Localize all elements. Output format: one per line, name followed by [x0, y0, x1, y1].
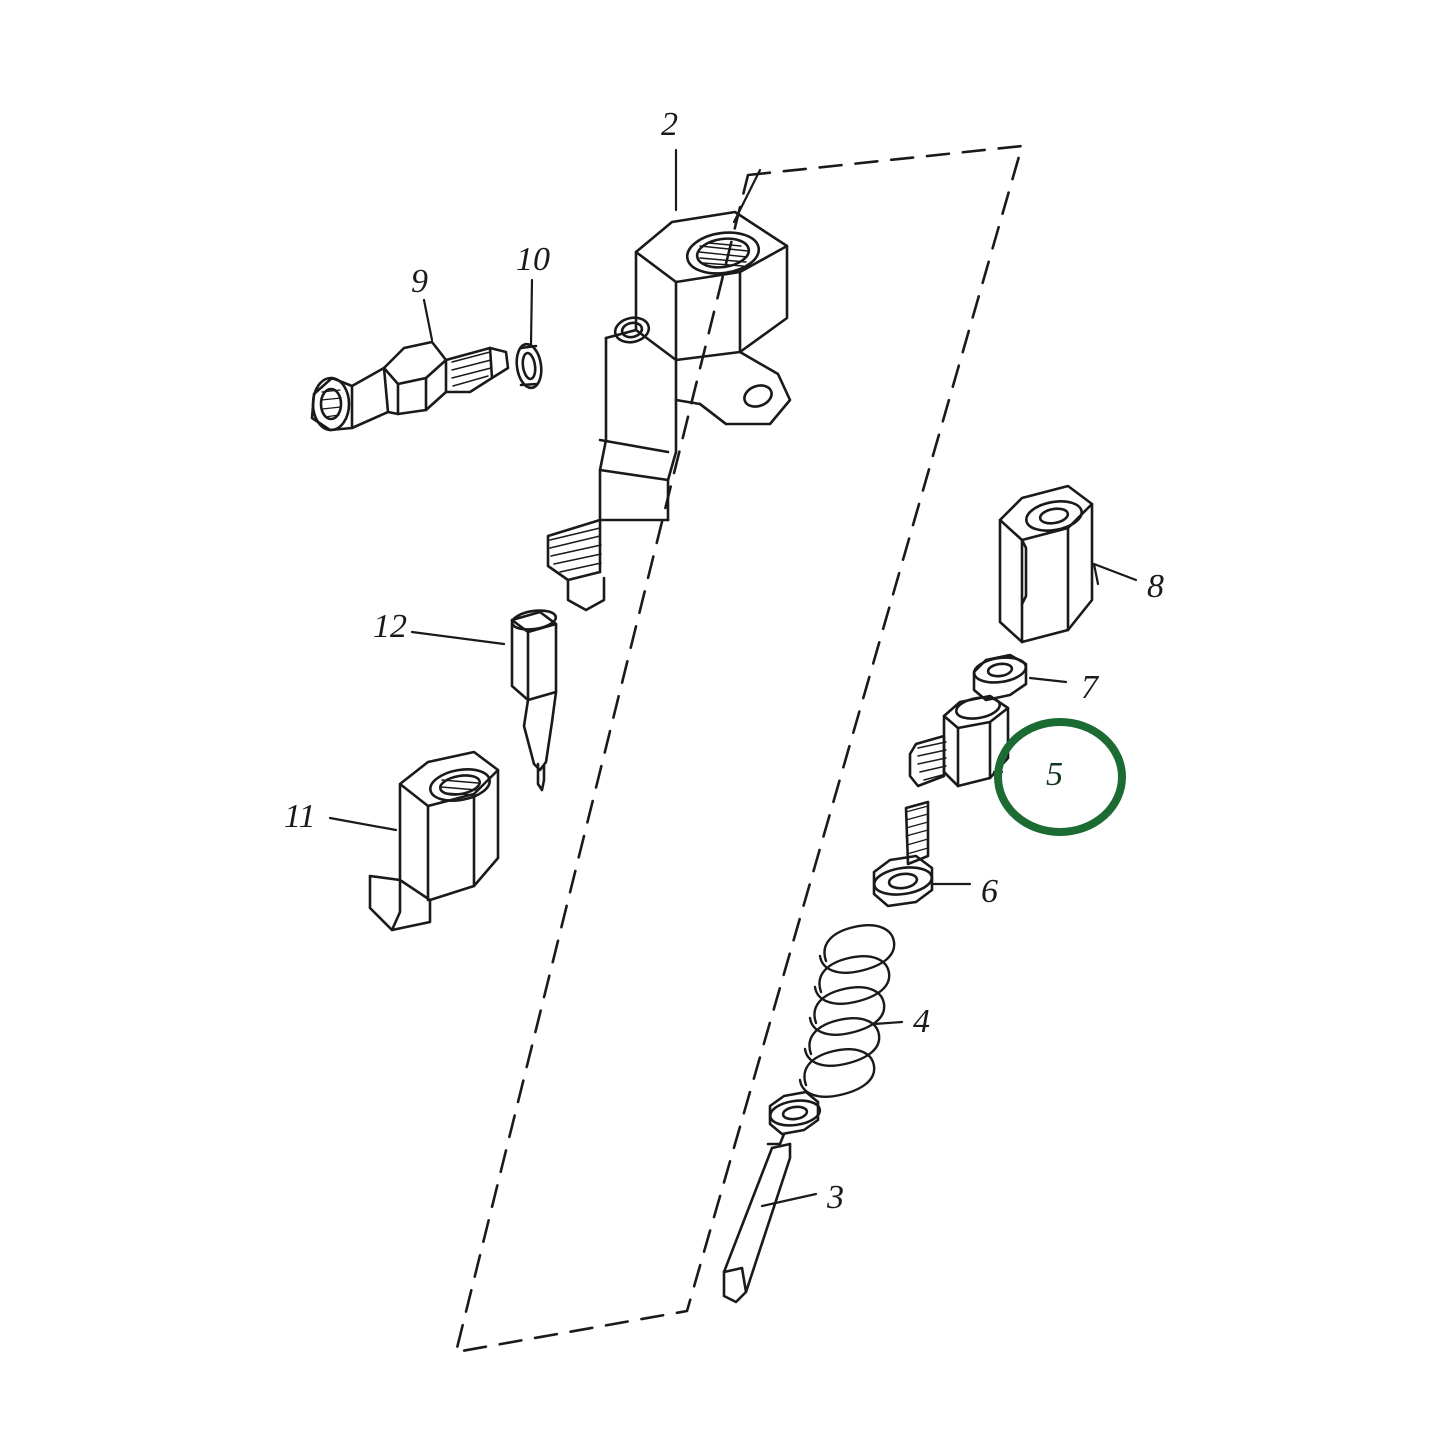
part-9-fitting — [310, 340, 510, 432]
part-7-shim — [972, 653, 1028, 702]
part-10-washer — [515, 342, 543, 390]
callout-label-8: 8 — [1147, 568, 1164, 605]
part-6-spring-seat — [872, 800, 934, 908]
callout-label-9: 9 — [411, 263, 428, 300]
callout-label-5: 5 — [1046, 756, 1063, 793]
part-3-push-rod — [722, 1090, 822, 1304]
callout-label-11: 11 — [284, 798, 316, 835]
callout-label-4: 4 — [913, 1003, 930, 1040]
callout-label-6: 6 — [981, 873, 998, 910]
part-12-nozzle — [510, 609, 558, 792]
part-4-spring — [798, 924, 896, 1098]
part-5-adjusting-screw — [908, 694, 1010, 788]
callout-label-7: 7 — [1081, 669, 1098, 706]
dashed-plate-outline — [454, 144, 1024, 1354]
callout-label-2: 2 — [661, 106, 678, 143]
highlight-circle — [994, 718, 1126, 836]
callout-label-12: 12 — [373, 608, 407, 645]
part-11-nut — [368, 750, 500, 932]
callout-label-10: 10 — [516, 241, 550, 278]
part-8-cap-nut — [998, 484, 1094, 644]
callout-label-3: 3 — [827, 1179, 844, 1216]
part-2-injector-body — [546, 210, 792, 612]
